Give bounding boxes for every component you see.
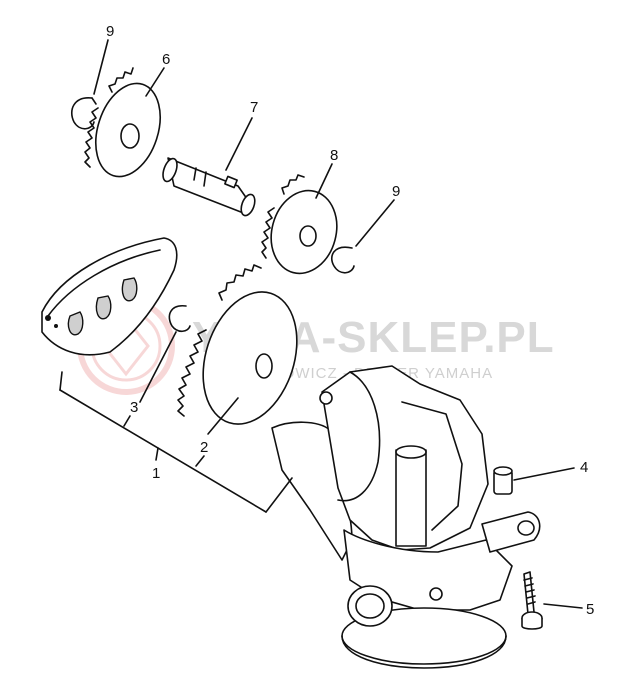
oil-pump-body-part (271, 365, 541, 669)
callout-3: 3 (130, 399, 138, 416)
gear-large-part (177, 264, 298, 425)
callout-8: 8 (330, 147, 338, 164)
callout-1: 1 (152, 465, 160, 482)
gear-middle-part (261, 174, 338, 275)
gear-small-top-part (84, 67, 161, 178)
callout-4: 4 (580, 459, 588, 476)
circlip-middle-part (330, 246, 355, 274)
callout-9-middle: 9 (392, 183, 400, 200)
cover-plate-part (41, 237, 178, 356)
callout-5: 5 (586, 601, 594, 618)
shaft-part (162, 157, 256, 217)
callout-6: 6 (162, 51, 170, 68)
callout-9-top: 9 (106, 23, 114, 40)
circlip-small-part (168, 305, 191, 333)
dowel-pin-part (493, 466, 513, 495)
circlip-top-part (70, 97, 97, 130)
callout-2: 2 (200, 439, 208, 456)
callout-7: 7 (250, 99, 258, 116)
bolt-part (521, 571, 543, 630)
leader-lines (59, 39, 583, 609)
